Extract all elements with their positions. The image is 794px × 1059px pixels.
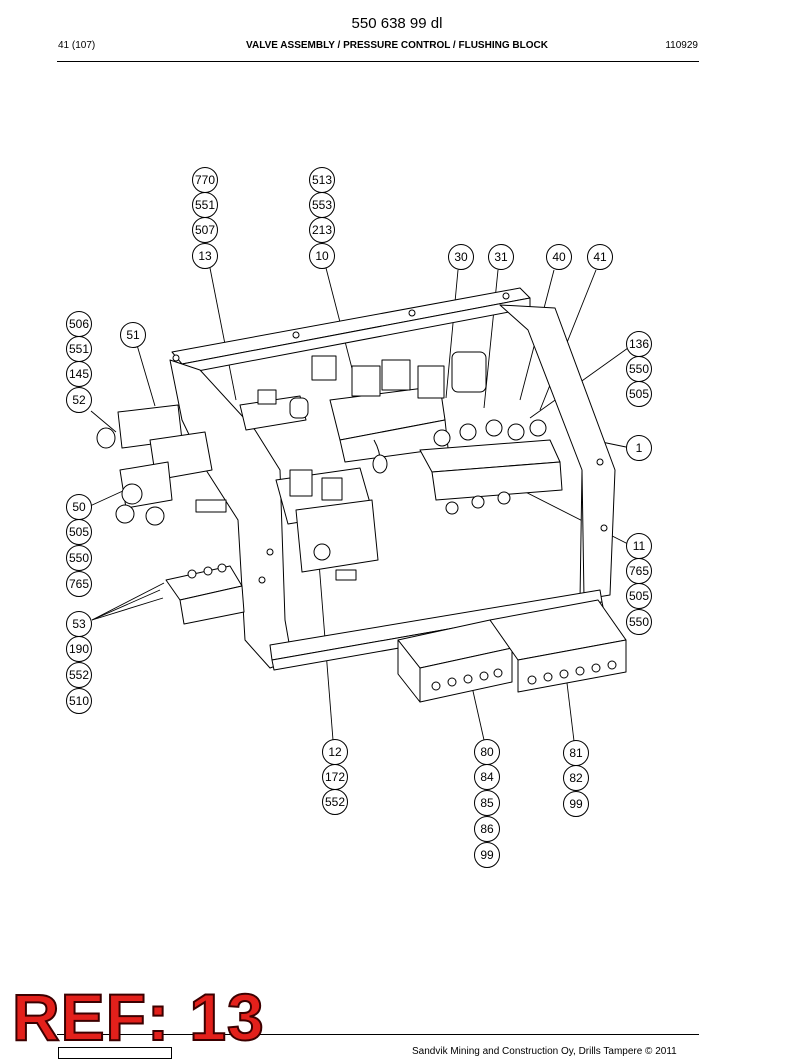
callout-label: 53 bbox=[72, 617, 86, 631]
callout-balloon: 1 bbox=[626, 435, 652, 461]
callout-balloon: 513 bbox=[309, 167, 335, 193]
callout-balloon: 30 bbox=[448, 244, 474, 270]
callout-label: 765 bbox=[629, 564, 649, 578]
callout-label: 136 bbox=[629, 337, 649, 351]
callout-label: 41 bbox=[593, 250, 607, 264]
callout-balloon: 53 bbox=[66, 611, 92, 637]
callout-balloon: 86 bbox=[474, 816, 500, 842]
callout-label: 551 bbox=[195, 198, 215, 212]
callout-label: 52 bbox=[72, 393, 86, 407]
callout-balloon: 12 bbox=[322, 739, 348, 765]
callout-label: 550 bbox=[629, 362, 649, 376]
callout-balloon: 765 bbox=[626, 558, 652, 584]
footer-rule bbox=[57, 1034, 699, 1035]
callout-label: 506 bbox=[69, 317, 89, 331]
callout-label: 510 bbox=[69, 694, 89, 708]
callout-label: 505 bbox=[629, 387, 649, 401]
callout-label: 505 bbox=[629, 589, 649, 603]
header-rule bbox=[57, 61, 699, 62]
callout-balloon: 553 bbox=[309, 192, 335, 218]
callout-balloon: 84 bbox=[474, 764, 500, 790]
callout-balloon: 172 bbox=[322, 764, 348, 790]
callout-balloon: 510 bbox=[66, 688, 92, 714]
callout-label: 50 bbox=[72, 500, 86, 514]
callout-label: 82 bbox=[569, 771, 583, 785]
page-title: VALVE ASSEMBLY / PRESSURE CONTROL / FLUS… bbox=[246, 40, 548, 51]
callout-balloon: 81 bbox=[563, 740, 589, 766]
callout-label: 84 bbox=[480, 770, 494, 784]
callout-label: 12 bbox=[328, 745, 342, 759]
callout-balloon: 145 bbox=[66, 361, 92, 387]
callout-balloon: 505 bbox=[66, 519, 92, 545]
callout-balloon: 552 bbox=[66, 662, 92, 688]
callout-label: 13 bbox=[198, 249, 212, 263]
callout-label: 80 bbox=[480, 745, 494, 759]
callout-label: 213 bbox=[312, 223, 332, 237]
revision-code: 110929 bbox=[665, 40, 698, 51]
callout-label: 551 bbox=[69, 342, 89, 356]
callout-balloon: 82 bbox=[563, 765, 589, 791]
page-number: 41 (107) bbox=[58, 40, 96, 51]
callout-label: 550 bbox=[629, 615, 649, 629]
callout-balloon: 52 bbox=[66, 387, 92, 413]
callout-balloon: 213 bbox=[309, 217, 335, 243]
callout-label: 513 bbox=[312, 173, 332, 187]
callout-balloon: 765 bbox=[66, 571, 92, 597]
callout-label: 30 bbox=[454, 250, 468, 264]
callout-balloon: 770 bbox=[192, 167, 218, 193]
footer-copyright: Sandvik Mining and Construction Oy, Dril… bbox=[412, 1046, 677, 1057]
callout-balloon: 31 bbox=[488, 244, 514, 270]
callout-balloon: 99 bbox=[563, 791, 589, 817]
callout-label: 1 bbox=[636, 441, 643, 455]
callout-balloon: 550 bbox=[626, 356, 652, 382]
callout-label: 85 bbox=[480, 796, 494, 810]
callout-label: 505 bbox=[69, 525, 89, 539]
callout-balloon: 50 bbox=[66, 494, 92, 520]
callout-balloon: 11 bbox=[626, 533, 652, 559]
callout-label: 11 bbox=[633, 539, 646, 553]
callout-balloon: 51 bbox=[120, 322, 146, 348]
callout-label: 86 bbox=[480, 822, 494, 836]
callout-label: 550 bbox=[69, 551, 89, 565]
callout-balloon: 550 bbox=[66, 545, 92, 571]
callout-balloon: 136 bbox=[626, 331, 652, 357]
callout-label: 765 bbox=[69, 577, 89, 591]
document-number: 550 638 99 dl bbox=[351, 15, 443, 32]
callout-label: 552 bbox=[69, 668, 89, 682]
callout-balloon: 552 bbox=[322, 789, 348, 815]
callout-label: 145 bbox=[69, 367, 89, 381]
callout-label: 40 bbox=[552, 250, 566, 264]
callout-balloon: 190 bbox=[66, 636, 92, 662]
callout-label: 10 bbox=[315, 249, 329, 263]
callout-balloon: 13 bbox=[192, 243, 218, 269]
callout-label: 770 bbox=[195, 173, 215, 187]
callout-label: 552 bbox=[325, 795, 345, 809]
callout-balloon: 551 bbox=[192, 192, 218, 218]
callout-label: 99 bbox=[569, 797, 583, 811]
callout-balloon: 506 bbox=[66, 311, 92, 337]
ref-stamp: REF: 13 bbox=[11, 980, 265, 1054]
callout-label: 172 bbox=[325, 770, 345, 784]
callout-label: 31 bbox=[494, 250, 508, 264]
callout-label: 507 bbox=[195, 223, 215, 237]
callout-balloon: 550 bbox=[626, 609, 652, 635]
callout-balloon: 551 bbox=[66, 336, 92, 362]
callout-label: 99 bbox=[480, 848, 494, 862]
callout-balloon: 507 bbox=[192, 217, 218, 243]
callout-label: 51 bbox=[126, 328, 140, 342]
callout-balloon: 505 bbox=[626, 583, 652, 609]
callout-label: 553 bbox=[312, 198, 332, 212]
callout-label: 81 bbox=[569, 746, 583, 760]
callout-label: 190 bbox=[69, 642, 89, 656]
callout-balloon: 41 bbox=[587, 244, 613, 270]
callout-balloon: 85 bbox=[474, 790, 500, 816]
callout-balloon: 10 bbox=[309, 243, 335, 269]
valve-assembly-linework bbox=[96, 287, 627, 703]
leader-lines bbox=[89, 267, 629, 742]
callout-balloon: 40 bbox=[546, 244, 572, 270]
callout-balloon: 80 bbox=[474, 739, 500, 765]
callout-balloon: 505 bbox=[626, 381, 652, 407]
callout-balloon: 99 bbox=[474, 842, 500, 868]
